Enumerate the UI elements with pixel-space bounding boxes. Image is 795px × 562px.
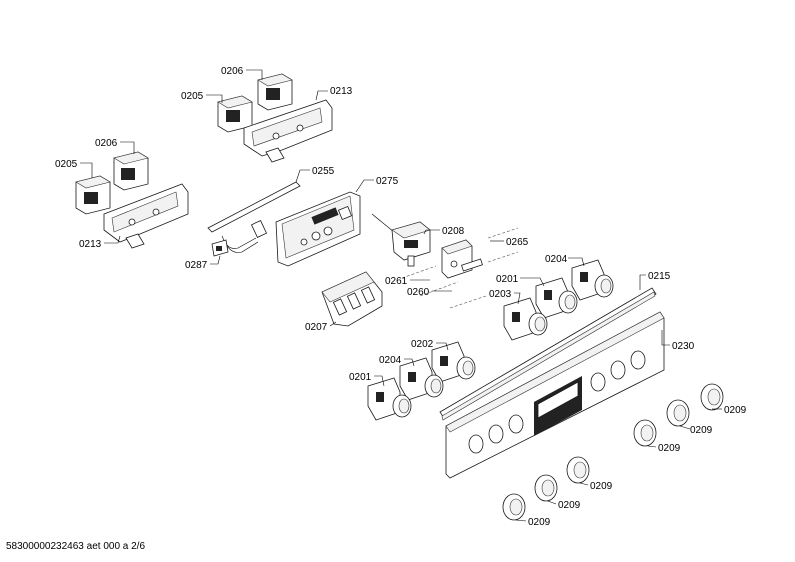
callout-0207: 0207 [305, 322, 328, 333]
knob-ring-0209-f [502, 493, 526, 521]
callout-0261: 0261 [385, 276, 408, 287]
knob-ring-0209-c [633, 419, 657, 447]
callout-0209-a: 0209 [724, 405, 747, 416]
callout-0213-upper: 0213 [330, 86, 353, 97]
callout-labels: 0206 0205 0213 0206 0205 0213 0255 0275 … [55, 66, 747, 528]
control-panel-0230 [445, 311, 665, 479]
connector-0287 [211, 239, 229, 257]
callout-0204-right: 0204 [545, 254, 568, 265]
knob-switch-0201-left [367, 377, 412, 421]
callout-0255: 0255 [312, 166, 335, 177]
callout-0209-c: 0209 [658, 443, 681, 454]
callout-0203: 0203 [489, 289, 512, 300]
switch-0261 [401, 265, 437, 279]
knob-switch-0204-right [571, 259, 614, 301]
terminal-block-0207 [321, 271, 383, 327]
callout-0209-f: 0209 [528, 517, 551, 528]
knob-ring-0209-a [700, 383, 724, 411]
relay-group-left [75, 151, 189, 249]
callout-0202: 0202 [411, 339, 434, 350]
thermostat-0208 [371, 213, 431, 267]
callout-0209-e: 0209 [558, 500, 581, 511]
callout-0230: 0230 [672, 341, 695, 352]
callout-0201-right: 0201 [496, 274, 519, 285]
knob-switch-0201-right [535, 277, 578, 319]
knob-switch-0203 [503, 297, 548, 341]
wire-harness-0255 [207, 181, 301, 253]
callout-0209-b: 0209 [690, 425, 713, 436]
relay-0205-left [75, 175, 111, 215]
relay-0206-upper [257, 73, 293, 111]
relay-0206-left [113, 151, 149, 191]
knob-ring-0209-d [566, 456, 590, 484]
callout-0206-left: 0206 [95, 138, 118, 149]
knob-switch-0202 [431, 341, 476, 383]
callout-0205-left: 0205 [55, 159, 78, 170]
callout-0206-upper: 0206 [221, 66, 244, 77]
document-id: 58300000232463 aet 000 a 2/6 [6, 541, 146, 552]
callout-0204-left: 0204 [379, 355, 402, 366]
callout-0208: 0208 [442, 226, 465, 237]
callout-0265: 0265 [506, 237, 529, 248]
callout-0213-left: 0213 [79, 239, 102, 250]
bracket-0213-left [103, 183, 189, 249]
callout-0215: 0215 [648, 271, 671, 282]
trim-strip-0215 [439, 287, 657, 421]
knob-ring-0209-b [666, 399, 690, 427]
callout-0275: 0275 [376, 176, 399, 187]
electronic-module-0275 [275, 191, 361, 267]
leader-lines [80, 69, 722, 522]
knob-ring-0209-e [534, 474, 558, 502]
bracket-0213-upper [243, 99, 333, 163]
switch-0260 [419, 281, 487, 309]
callout-0201-left: 0201 [349, 372, 372, 383]
callout-0287: 0287 [185, 260, 208, 271]
knob-switch-0204-left [399, 357, 444, 401]
callout-0260: 0260 [407, 287, 430, 298]
relay-0205-upper [217, 95, 253, 133]
callout-0205-upper: 0205 [181, 91, 204, 102]
switch-mount-0265 [441, 227, 519, 279]
callout-0209-d: 0209 [590, 481, 613, 492]
relay-group-upper [217, 73, 333, 163]
